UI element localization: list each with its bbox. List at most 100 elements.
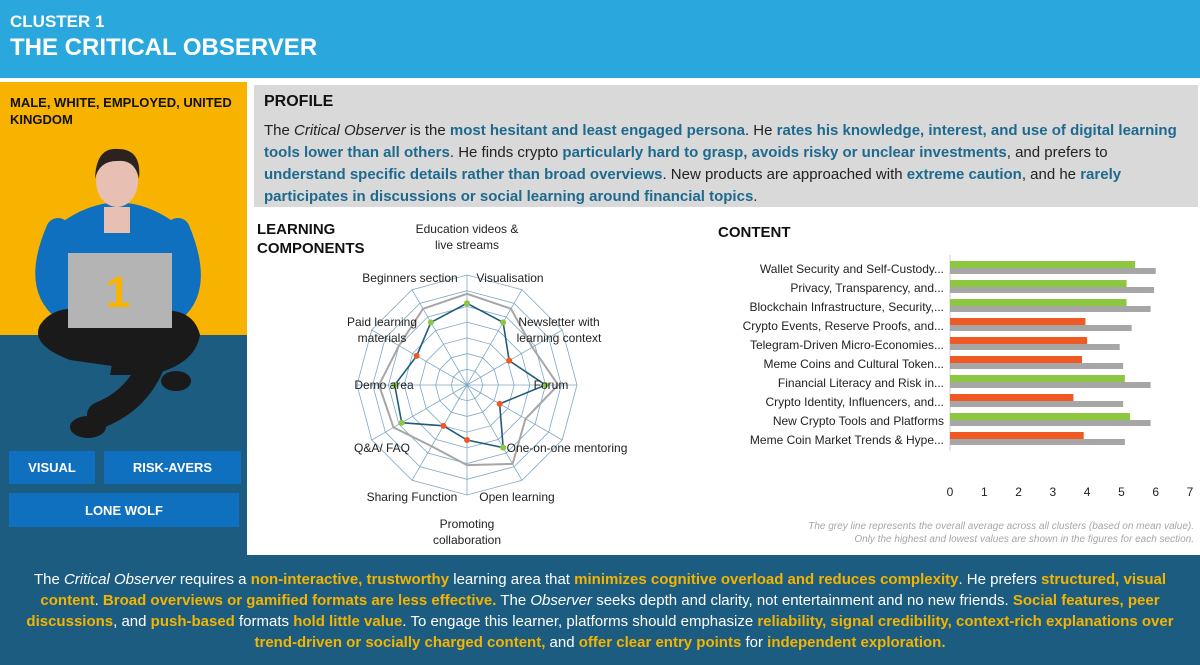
bar-category-label: Telegram-Driven Micro-Economies... [750, 338, 944, 352]
text-segment: The [33, 571, 64, 588]
radar-point [500, 444, 507, 451]
radar-axis-label: Beginners section [362, 271, 457, 285]
bar-x-tick: 1 [981, 485, 988, 499]
text-segment: formats [234, 613, 294, 630]
radar-axis-label: Q&A/ FAQ [354, 441, 410, 455]
radar-point [542, 382, 549, 388]
text-segment: Observer [530, 592, 593, 609]
content-heading: CONTENT [718, 224, 791, 241]
bar-cluster [950, 413, 1130, 420]
profile-heading: PROFILE [264, 93, 334, 110]
radar-point [506, 357, 513, 364]
bar-category-label: Privacy, Transparency, and... [790, 281, 944, 295]
cluster-label: CLUSTER 1 [10, 12, 105, 31]
radar-point [440, 422, 447, 429]
radar-point [413, 352, 420, 359]
persona-number: 1 [106, 268, 130, 317]
bar-cluster [950, 261, 1136, 268]
text-segment: hold little value [293, 613, 403, 630]
chart-footnote: The grey line represents the overall ave… [700, 520, 1194, 546]
bar-x-tick: 2 [1015, 485, 1022, 499]
text-segment: minimizes cognitive overload and reduces… [574, 571, 959, 588]
persona-demographic: MALE, WHITE, EMPLOYED, UNITED KINGDOM [10, 95, 232, 127]
text-segment: rarely participates in discussions or so… [264, 166, 1122, 205]
bar-average [950, 344, 1120, 350]
radar-point [464, 437, 470, 443]
radar-axis-label-line: Promoting [440, 517, 495, 531]
radar-axis-label: Demo area [354, 378, 414, 392]
text-segment: particularly hard to grasp, avoids risky… [562, 144, 1007, 161]
text-segment: , and prefers to [1006, 144, 1108, 161]
bar-x-tick: 3 [1050, 485, 1057, 499]
radar-spoke [466, 384, 563, 441]
bar-cluster [950, 375, 1125, 382]
bar-average [950, 439, 1125, 445]
radar-axis-label-line: Sharing Function [367, 490, 458, 504]
bar-average [950, 401, 1124, 407]
bar-x-tick: 5 [1118, 485, 1125, 499]
bar-x-tick: 7 [1187, 485, 1194, 499]
tag-visual: VISUAL [9, 451, 95, 484]
text-segment: . He prefers [958, 571, 1041, 588]
profile-text: The Critical Observer is the most hesita… [264, 120, 1189, 208]
bar-category-label: Meme Coin Market Trends & Hype... [750, 433, 944, 447]
text-segment: The [496, 592, 531, 609]
tag-risk-avers: RISK-AVERS [104, 451, 241, 484]
radar-point [464, 300, 470, 307]
radar-axis-label-line: materials [358, 331, 407, 345]
text-segment: independent exploration. [767, 634, 946, 651]
radar-point [427, 319, 434, 326]
radar-axis-label: Sharing Function [367, 490, 458, 504]
text-segment: Critical Observer [63, 571, 176, 588]
text-segment: Broad overviews or gamified formats are … [102, 592, 497, 609]
text-segment: learning area that [449, 571, 575, 588]
radar-axis-label-line: Open learning [479, 490, 554, 504]
bar-category-label: Financial Literacy and Risk in... [778, 376, 944, 390]
text-segment: is the [405, 122, 450, 139]
bar-cluster [950, 337, 1088, 344]
bar-average [950, 268, 1156, 274]
bar-category-label: Crypto Identity, Influencers, and... [765, 395, 944, 409]
radar-axis-label-line: Visualisation [476, 271, 543, 285]
chart-footnote-line1: The grey line represents the overall ave… [808, 521, 1194, 532]
tag-lone-wolf: LONE WOLF [9, 493, 239, 527]
text-segment: Critical Observer [294, 122, 406, 139]
text-segment: rates his knowledge, interest, and use o… [264, 122, 1177, 161]
learning-components-heading-line2: COMPONENTS [257, 240, 365, 257]
text-segment: extreme caution [906, 166, 1022, 183]
bar-cluster [950, 394, 1074, 401]
bar-average [950, 306, 1151, 312]
radar-axis-label-line: learning context [517, 331, 602, 345]
radar-spoke [466, 329, 563, 386]
bar-average [950, 363, 1124, 369]
bar-cluster [950, 318, 1086, 325]
text-segment: non-interactive, trustworthy [250, 571, 450, 588]
bar-average [950, 325, 1132, 331]
radar-axis-label-line: Education videos & [416, 222, 519, 236]
bar-cluster [950, 356, 1082, 363]
radar-point [398, 419, 405, 426]
radar-axis-label: Education videos & live streams [416, 222, 519, 252]
text-segment: Social features, peer discussions [26, 592, 1160, 630]
radar-axis-label-line: Forum [534, 378, 569, 392]
text-segment: , and [113, 613, 151, 630]
text-segment: understand specific details rather than … [264, 166, 663, 183]
radar-axis-label-line: Q&A/ FAQ [354, 441, 410, 455]
learning-components-heading: LEARNING COMPONENTS [257, 220, 365, 258]
text-segment: . He [744, 122, 777, 139]
bar-category-label: Meme Coins and Cultural Token... [763, 357, 944, 371]
radar-spoke [411, 289, 468, 386]
radar-axis-label: Paid learning materials [347, 315, 417, 345]
radar-axis-label-line: Paid learning [347, 315, 417, 329]
radar-axis-label-line: live streams [435, 238, 499, 252]
radar-spoke [466, 289, 523, 386]
bar-average [950, 382, 1151, 388]
text-segment: . New products are approached with [662, 166, 907, 183]
bar-category-label: New Crypto Tools and Platforms [773, 414, 944, 428]
bar-category-label: Blockchain Infrastructure, Security,... [749, 300, 944, 314]
text-segment: . To engage this learner, platforms shou… [402, 613, 758, 630]
radar-axis-label: Visualisation [476, 271, 543, 285]
text-segment: and [545, 634, 579, 651]
text-segment: offer clear entry points [578, 634, 742, 651]
